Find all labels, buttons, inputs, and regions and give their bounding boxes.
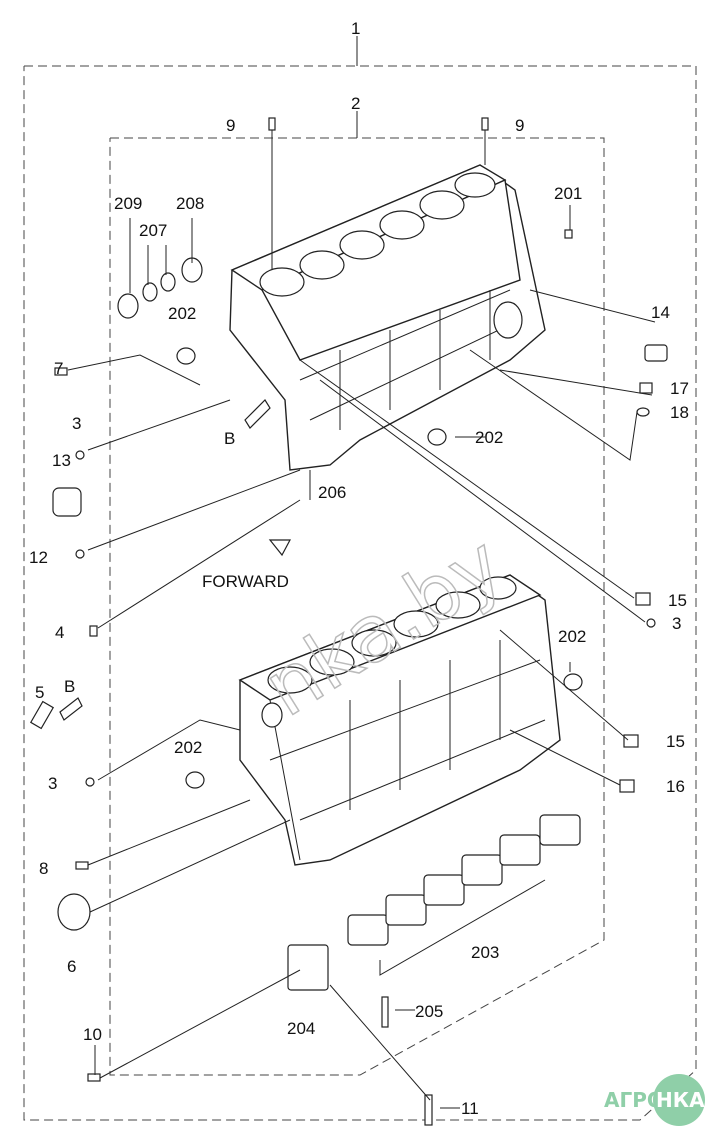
svg-text:НКА: НКА [656,1088,705,1112]
callout-2: 2 [351,94,360,113]
leader-lines [67,205,656,1109]
callout-202: 202 [558,627,586,646]
callout-206: 206 [318,483,346,502]
callout-b: B [64,677,75,696]
callout-7: 7 [54,359,63,378]
callout-15: 15 [666,732,685,751]
callout-204: 204 [287,1019,315,1038]
callout-202: 202 [475,428,503,447]
direction-arrow-b-lower [59,697,83,721]
callout-14: 14 [651,303,670,322]
callout-3: 3 [48,774,57,793]
callout-208: 208 [176,194,204,213]
callout-205: 205 [415,1002,443,1021]
callout-1: 1 [351,19,360,38]
callout-3: 3 [72,414,81,433]
callout-15: 15 [668,591,687,610]
agronka-logo: АГРО НКА [604,1074,705,1126]
callout-202: 202 [174,738,202,757]
callout-9-right: 9 [515,116,524,135]
callout-201: 201 [554,184,582,203]
callout-203: 203 [471,943,499,962]
direction-arrow-b [244,399,271,429]
callout-4: 4 [55,623,64,642]
callout-11: 11 [461,1099,479,1118]
callout-209: 209 [114,194,142,213]
callout-6: 6 [67,957,76,976]
callout-16: 16 [666,777,685,796]
lower-cylinder-block [238,574,561,866]
callout-207: 207 [139,221,167,240]
callout-10: 10 [83,1025,102,1044]
callout-9-left: 9 [226,116,235,135]
forward-arrow [268,539,291,557]
callout-8: 8 [39,859,48,878]
small-parts [29,117,668,1126]
callout-12: 12 [29,548,48,567]
callout-17: 17 [670,379,689,398]
callout-3: 3 [672,614,681,633]
callout-13: 13 [52,451,71,470]
callout-labels: 1 2 9 9 209 207 208 201 202 14 7 17 18 3… [29,19,689,1118]
upper-cylinder-block [229,164,546,471]
bearing-caps-203 [347,814,581,946]
forward-label: FORWARD [202,572,289,591]
callout-202: 202 [168,304,196,323]
svg-text:АГРО: АГРО [604,1088,664,1112]
callout-5: 5 [35,683,44,702]
callout-18: 18 [670,403,689,422]
assembly-2-boundary [109,137,605,1076]
callout-b: B [224,429,235,448]
